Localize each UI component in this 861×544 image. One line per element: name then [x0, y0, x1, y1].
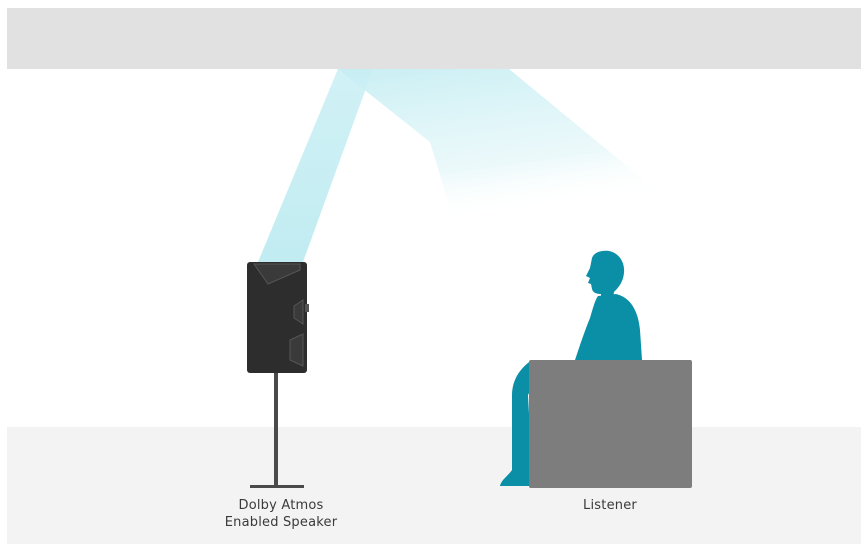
speaker-label-line-1: Dolby Atmos [196, 497, 366, 514]
chair [529, 360, 692, 488]
dolby-atmos-speaker [247, 262, 309, 373]
speaker-label: Dolby Atmos Enabled Speaker [196, 497, 366, 531]
upfiring-sound-beam [258, 69, 373, 262]
floor [7, 427, 861, 544]
listener-label: Listener [560, 497, 660, 514]
reflected-sound-beam [338, 69, 668, 225]
ceiling [7, 8, 861, 69]
listener-label-text: Listener [560, 497, 660, 514]
speaker-label-line-2: Enabled Speaker [196, 514, 366, 531]
